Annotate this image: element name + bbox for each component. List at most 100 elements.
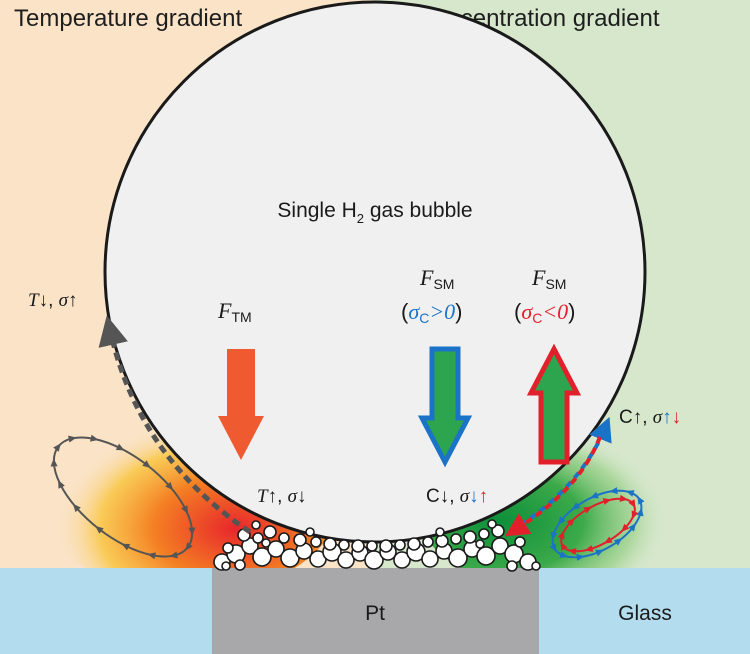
loop-arrowhead-gray	[58, 480, 65, 489]
bubble-label: Single H2 gas bubble	[277, 199, 472, 226]
microbubble	[234, 559, 246, 571]
loop-arrowhead-red	[568, 548, 577, 556]
microbubble	[293, 533, 307, 547]
force-sm-positive-condition: (σC>0)	[401, 299, 463, 326]
microbubble	[278, 532, 290, 544]
microbubble	[514, 536, 526, 548]
force-tm-label: FTM	[217, 298, 252, 325]
microbubble	[448, 548, 468, 568]
force-sm-negative-condition: (σC<0)	[514, 299, 576, 326]
loop-arrowhead-blue	[557, 516, 566, 525]
microbubble	[450, 533, 462, 545]
loop-arrowhead-gray	[121, 543, 131, 551]
solutal-marangoni-arrow-down	[417, 346, 473, 468]
loop-arrowhead-red	[604, 536, 613, 544]
loop-arrowhead-blue	[590, 491, 599, 499]
loop-arrowhead-red	[584, 545, 594, 552]
loop-arrowhead-blue	[549, 543, 557, 552]
thermal-marangoni-arrow	[218, 349, 264, 460]
loop-arrowhead-gray	[95, 526, 104, 534]
microbubble	[491, 524, 505, 538]
microbubble	[261, 538, 271, 548]
pt-electrode	[212, 568, 539, 654]
microbubble-cluster	[213, 519, 541, 572]
loop-arrowhead-blue	[576, 553, 585, 561]
loop-arrowhead-red	[621, 523, 630, 532]
microbubble	[267, 540, 285, 558]
loop-arrowhead-blue	[609, 487, 618, 495]
loop-arrowhead-red	[631, 510, 639, 520]
microbubble	[394, 539, 406, 551]
loop-arrowhead-blue	[636, 507, 644, 517]
loop-arrowhead-blue	[613, 538, 623, 546]
loop-arrowhead-blue	[550, 531, 558, 541]
loop-arrowhead-blue	[637, 496, 645, 505]
microbubble	[351, 539, 365, 553]
microbubble	[337, 551, 355, 569]
microbubble	[305, 527, 315, 537]
loop-arrowhead-gray	[53, 443, 61, 452]
microbubble	[435, 534, 449, 548]
microbubble	[435, 527, 445, 537]
glass-label: Glass	[618, 602, 672, 625]
loop-arrowhead-red	[560, 542, 568, 551]
glass-substrate-right	[539, 568, 750, 654]
annotation-bottom-mid-left: T↑, σ↓	[257, 486, 307, 507]
microbubble	[478, 528, 490, 540]
loop-arrowhead-red	[619, 494, 628, 502]
pt-label: Pt	[365, 602, 385, 625]
microbubble	[393, 551, 411, 569]
microbubble	[338, 539, 350, 551]
loop-arrowhead-gray	[147, 552, 156, 560]
annotation-bottom-mid-right: C↓, σ↓↑	[426, 486, 488, 507]
microbubble	[221, 561, 231, 571]
loop-arrowhead-gray	[68, 435, 77, 443]
loop-arrowhead-blue	[628, 523, 637, 532]
microbubble	[531, 561, 541, 571]
loop-arrowhead-gray	[50, 458, 58, 467]
glass-substrate-left	[0, 568, 212, 654]
annotation-right: C↑, σ↑↓	[619, 407, 681, 428]
loop-arrowhead-gray	[188, 527, 196, 536]
microbubble	[506, 560, 518, 572]
microbubble	[491, 537, 509, 555]
force-sm-negative-label: FSM	[531, 265, 566, 292]
loop-arrowhead-gray	[169, 551, 178, 559]
loop-arrowhead-gray	[142, 460, 151, 468]
loop-arrowhead-gray	[185, 542, 193, 551]
microbubble	[379, 539, 393, 553]
left-loop-arrowheads	[50, 434, 196, 560]
microbubble	[421, 550, 439, 568]
loop-arrowhead-red	[628, 499, 636, 508]
microbubble	[252, 547, 272, 567]
loop-arrowhead-gray	[72, 503, 81, 513]
loop-arrowhead-blue	[559, 551, 569, 558]
loop-arrowhead-red	[566, 518, 575, 527]
loop-arrowhead-blue	[595, 549, 604, 557]
loop-arrowhead-gray	[90, 434, 99, 442]
loop-arrowhead-blue	[571, 502, 581, 510]
microbubble	[463, 530, 477, 544]
microbubble	[366, 540, 378, 552]
solutal-marangoni-arrow-up	[526, 343, 582, 465]
force-sm-positive-label: FSM	[419, 265, 454, 292]
microbubble	[222, 542, 234, 554]
microbubble	[407, 537, 421, 551]
microbubble	[475, 539, 485, 549]
microbubble	[487, 519, 497, 529]
right-dashed-flow-arrow-blue	[518, 416, 612, 527]
loop-arrowhead-red	[602, 498, 612, 505]
right-dashed-flow-arrow-red	[504, 436, 602, 537]
annotation-top-left: T↓, σ↑	[28, 290, 78, 311]
loop-arrowhead-gray	[165, 481, 174, 491]
loop-arrowhead-red	[557, 530, 565, 540]
microbubble	[476, 546, 496, 566]
loop-arrowhead-gray	[181, 505, 188, 514]
microbubble	[251, 520, 261, 530]
left-dashed-flow-arrow	[98, 315, 252, 535]
loop-arrowhead-blue	[625, 490, 635, 497]
microbubble	[422, 536, 434, 548]
loop-arrowhead-red	[583, 506, 592, 514]
